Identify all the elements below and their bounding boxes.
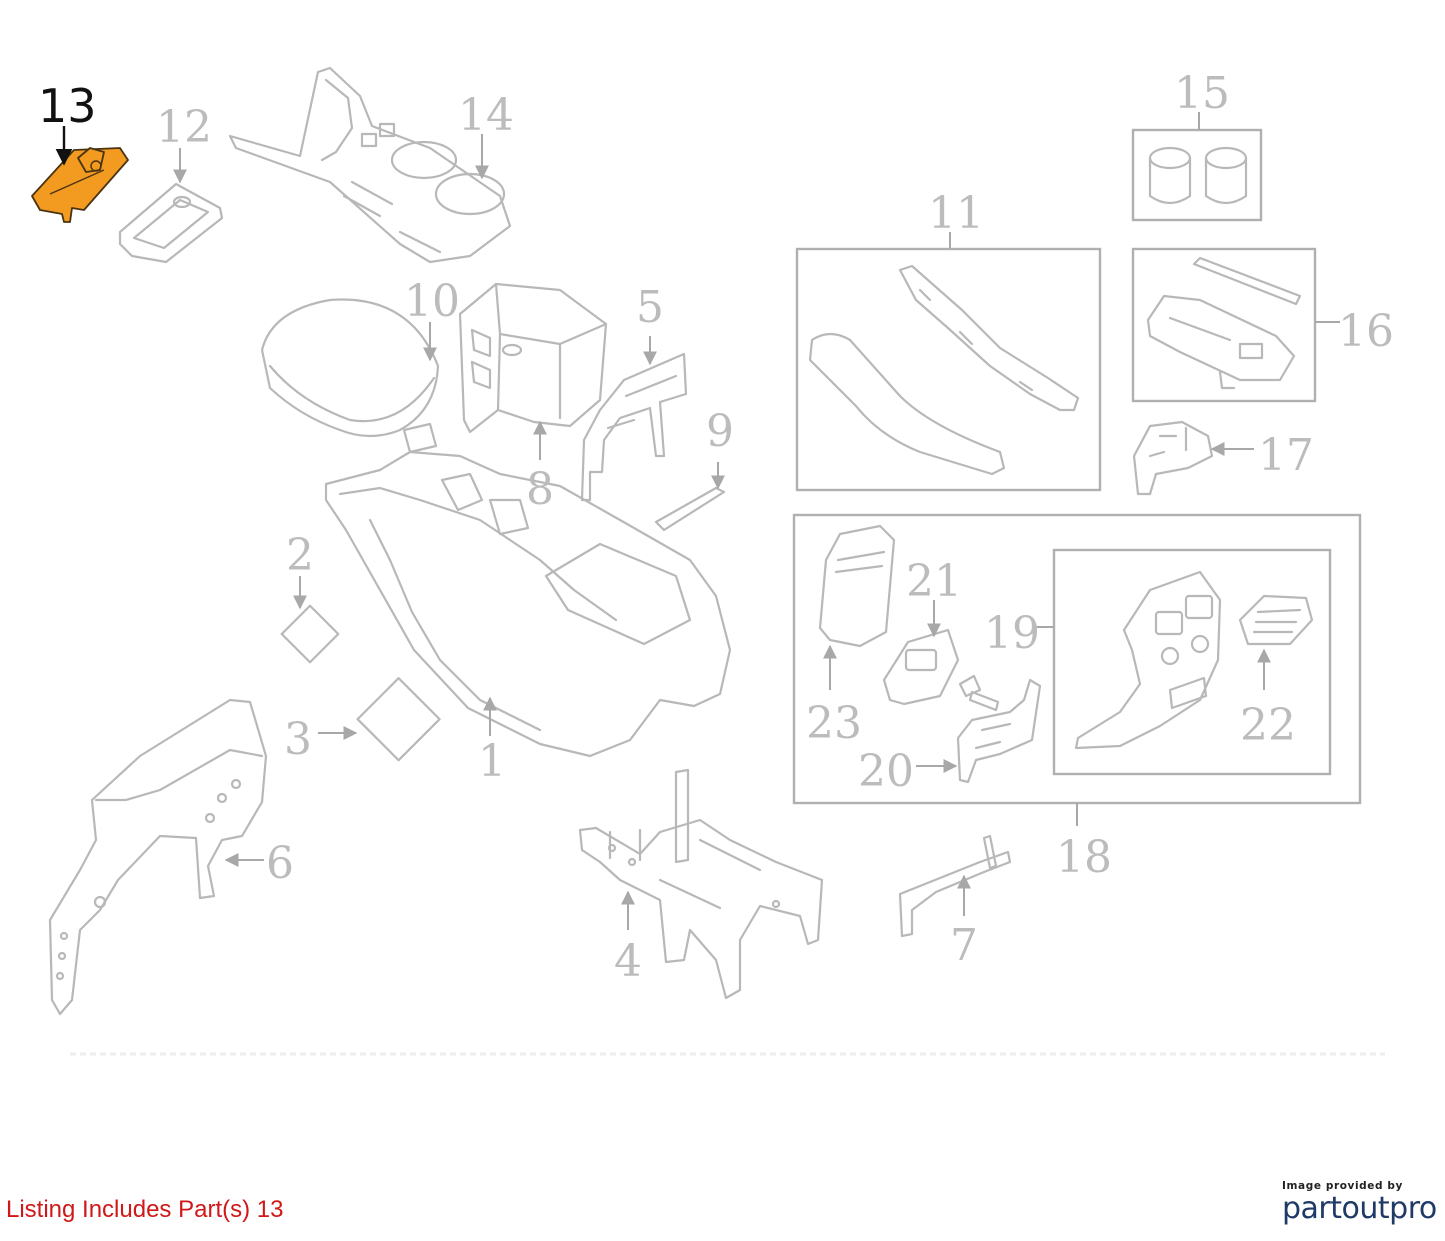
callout-23: 23 <box>806 698 862 749</box>
callout-6: 6 <box>266 838 294 889</box>
callout-14: 14 <box>458 90 514 141</box>
callout-18: 18 <box>1056 832 1112 883</box>
callout-2: 2 <box>286 530 314 581</box>
provider-credit: Image provided by partoutpro <box>1282 1180 1437 1226</box>
callout-20: 20 <box>858 746 914 797</box>
part-8-storage-bin <box>458 282 608 434</box>
part-13-bracket <box>31 147 129 223</box>
callout-1: 1 <box>478 736 506 787</box>
callout-11: 11 <box>928 188 984 239</box>
callout-19: 19 <box>984 608 1040 659</box>
box-19 <box>1052 548 1332 776</box>
part-3-pad <box>356 677 441 762</box>
part-6-side-panel <box>48 698 268 1016</box>
callout-16: 16 <box>1338 306 1394 357</box>
callout-5: 5 <box>636 282 664 333</box>
callout-7: 7 <box>950 920 978 971</box>
callout-22: 22 <box>1240 700 1296 751</box>
part-12-tray <box>118 182 224 264</box>
listing-note: Listing Includes Part(s) 13 <box>6 1196 284 1223</box>
part-5-bracket <box>580 352 688 502</box>
box-16 <box>1131 247 1317 403</box>
callout-13: 13 <box>38 79 97 133</box>
part-22-vent <box>1238 594 1314 646</box>
callout-10: 10 <box>404 276 460 327</box>
part-20-bracket <box>956 678 1042 784</box>
provider-logo: partoutpro <box>1282 1191 1437 1226</box>
callout-17: 17 <box>1258 430 1314 481</box>
part-16-switch-panel <box>1146 256 1302 390</box>
part-21-switch <box>882 628 960 706</box>
part-11-trim <box>808 264 1080 476</box>
callout-15: 15 <box>1174 68 1230 119</box>
callout-4: 4 <box>614 936 642 987</box>
provider-caption: Image provided by <box>1282 1180 1403 1192</box>
part-14-console-panel <box>228 66 512 264</box>
part-19-rear-vent-panel <box>1074 570 1222 750</box>
callout-8: 8 <box>526 464 554 515</box>
part-4-frame <box>578 768 824 1000</box>
part-2-pad <box>280 604 340 664</box>
part-15-cup-inserts <box>1148 146 1248 205</box>
part-17-bracket <box>1132 420 1214 496</box>
box-11 <box>795 247 1102 492</box>
box-15 <box>1131 128 1263 222</box>
callout-9: 9 <box>706 406 734 457</box>
part-screw <box>958 674 1000 712</box>
part-7-rod <box>898 834 1012 938</box>
callout-12: 12 <box>156 102 212 153</box>
part-23-cover <box>818 524 896 648</box>
callout-21: 21 <box>906 556 962 607</box>
part-10-armrest <box>260 298 440 438</box>
callout-3: 3 <box>284 714 312 765</box>
part-9-strip <box>654 486 726 532</box>
